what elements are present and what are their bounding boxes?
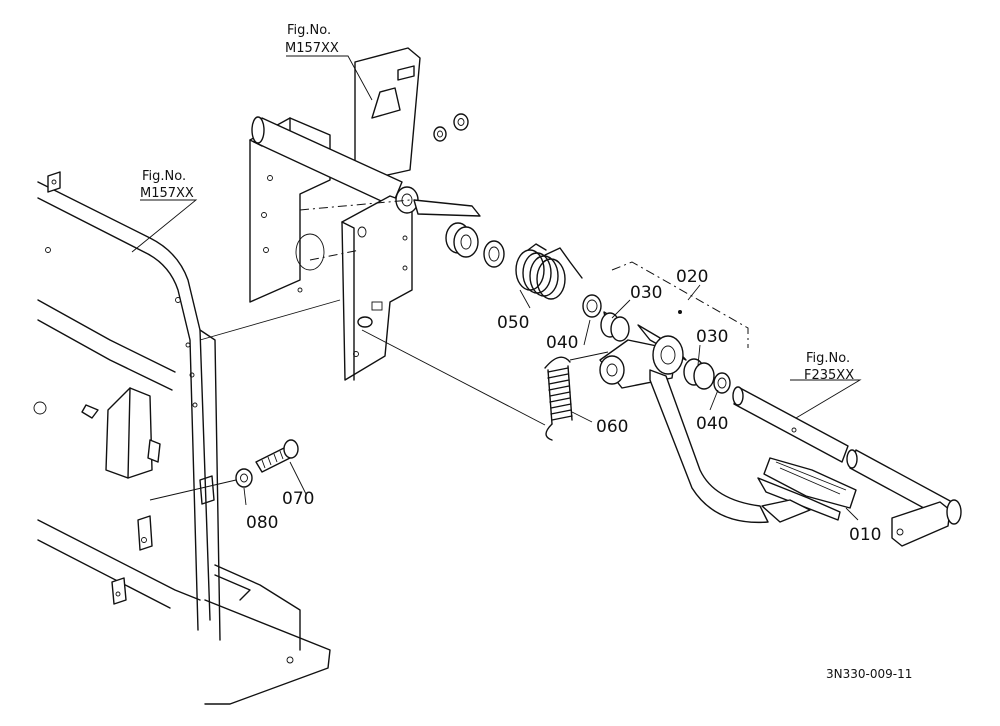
fig-ref-left-line2: M157XX [140,186,194,201]
leader-lines [131,55,862,521]
brake-pedal-arm [599,261,769,524]
fig-ref-right-line2: F235XX [804,368,854,383]
shaft-bushings [445,222,505,268]
part-label-020: 020 [676,267,708,287]
part-label-080: 080 [246,513,278,533]
fig-ref-right-line1: Fig.No. [806,351,850,366]
part-label-040-b: 040 [696,414,728,434]
fig-ref-right: Fig.No. F235XX [804,351,854,383]
fig-ref-top-line2: M157XX [285,41,339,56]
fig-ref-top: Fig.No. M157XX [285,23,339,56]
part-label-070: 070 [282,489,314,509]
frame-panel [33,171,331,705]
part-label-040-a: 040 [546,333,578,353]
fig-ref-left-line1: Fig.No. [142,169,186,184]
part-label-030-a: 030 [630,283,662,303]
diagram-code: 3N330-009-11 [826,667,912,681]
fig-ref-top-line1: Fig.No. [287,23,331,38]
pedal-bracket [249,47,481,381]
bolt-and-nut [149,439,299,501]
part-label-050: 050 [497,313,529,333]
part-label-010: 010 [849,525,881,545]
small-washers [433,113,469,142]
torsion-spring [515,243,583,300]
pedal-bushings [582,294,731,394]
fig-ref-left: Fig.No. M157XX [140,169,194,201]
pedal-pad [757,457,857,523]
cross-shaft [732,386,962,547]
part-label-030-b: 030 [696,327,728,347]
extension-spring [361,329,609,441]
part-label-060: 060 [596,417,628,437]
